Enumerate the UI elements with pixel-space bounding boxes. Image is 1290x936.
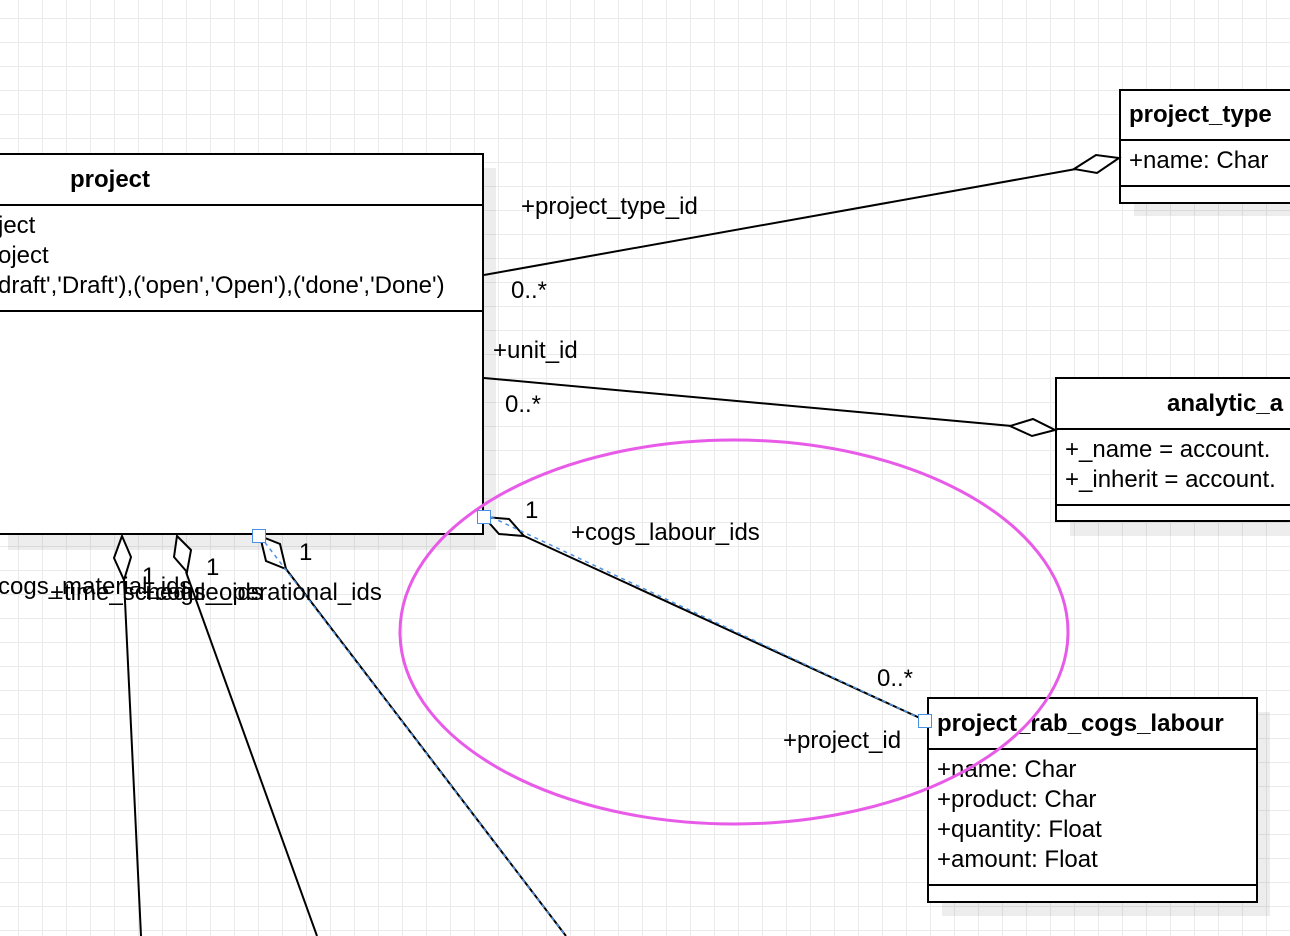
class-project-type[interactable]: project_type +name: Char xyxy=(1119,89,1290,204)
multiplicity-label: 1 xyxy=(206,554,220,581)
multiplicity-label: 0..* xyxy=(511,277,548,304)
highlight-ellipse xyxy=(398,438,1070,826)
role-label: +cogs_operational_ids xyxy=(141,579,382,606)
multiplicity-label: 1 xyxy=(525,497,539,524)
role-label: +project_type_id xyxy=(521,193,698,220)
attribute: +name: Char xyxy=(937,756,1077,783)
association-line[interactable] xyxy=(483,377,1013,427)
aggregation-diamond xyxy=(481,515,527,538)
attribute: +name: Char xyxy=(1129,147,1269,174)
attribute: +_name = account. xyxy=(1065,436,1271,463)
class-attributes: +name: Char +product: Char +quantity: Fl… xyxy=(929,755,1256,875)
multiplicity-label: 1 xyxy=(299,539,313,566)
role-label: +time_schedule_ids xyxy=(50,579,263,606)
class-divider xyxy=(1121,139,1290,141)
attribute: +amount: Float xyxy=(937,846,1098,873)
role-label: +cogs_labour_ids xyxy=(571,519,760,546)
class-project[interactable]: project ject oject draft','Draft'),('ope… xyxy=(0,153,484,535)
attribute: oject xyxy=(0,242,49,269)
class-divider xyxy=(0,204,482,206)
class-attributes: +_name = account. +_inherit = account. xyxy=(1057,435,1290,495)
class-analytic-account[interactable]: analytic_a +_name = account. +_inherit =… xyxy=(1055,377,1290,522)
multiplicity-label: 0..* xyxy=(877,665,914,692)
class-title: project xyxy=(70,166,151,193)
selection-overlay xyxy=(259,535,567,936)
class-divider xyxy=(1121,185,1290,187)
aggregation-diamond xyxy=(172,533,193,575)
class-divider xyxy=(1057,504,1290,506)
aggregation-diamond xyxy=(112,533,133,583)
association-line[interactable] xyxy=(123,579,142,936)
attribute: draft','Draft'),('open','Open'),('done',… xyxy=(0,272,445,299)
association-line[interactable] xyxy=(483,168,1077,276)
association-line[interactable] xyxy=(185,571,318,936)
selection-handle[interactable] xyxy=(252,529,266,543)
class-title: analytic_a xyxy=(1167,390,1284,417)
class-divider xyxy=(0,310,482,312)
class-attributes: +name: Char xyxy=(1121,146,1290,176)
class-title: project_rab_cogs_labour xyxy=(937,710,1224,737)
selection-handle[interactable] xyxy=(918,714,932,728)
attribute: ject xyxy=(0,212,36,239)
class-divider xyxy=(1057,428,1290,430)
attribute: +product: Char xyxy=(937,786,1097,813)
class-project-rab-cogs-labour[interactable]: project_rab_cogs_labour +name: Char +pro… xyxy=(927,697,1258,903)
aggregation-diamond xyxy=(1007,417,1058,438)
multiplicity-label: 0..* xyxy=(505,391,542,418)
selection-handle[interactable] xyxy=(477,510,491,524)
multiplicity-label: 1 xyxy=(142,563,156,590)
role-label: +unit_id xyxy=(493,337,578,364)
class-divider xyxy=(929,884,1256,886)
attribute: +_inherit = account. xyxy=(1065,466,1276,493)
role-label: +project_id xyxy=(783,727,902,754)
attribute: +quantity: Float xyxy=(937,816,1102,843)
selection-overlay xyxy=(490,516,927,722)
role-label: cogs_material_ids xyxy=(0,573,192,600)
class-divider xyxy=(929,748,1256,750)
class-attributes: ject oject draft','Draft'),('open','Open… xyxy=(0,211,482,301)
class-title: project_type xyxy=(1129,101,1272,128)
aggregation-diamond xyxy=(1071,153,1122,175)
